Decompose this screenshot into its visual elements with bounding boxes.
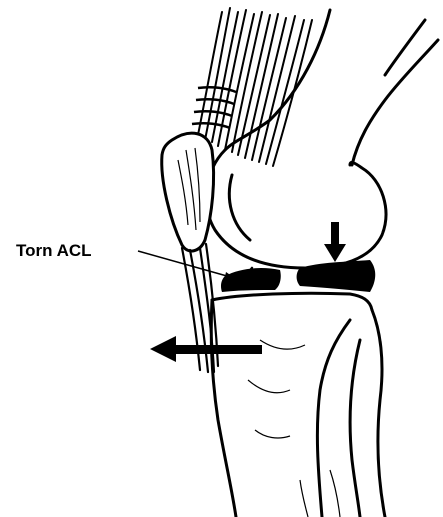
torn-acl-label: Torn ACL [16, 241, 92, 260]
down-arrow-icon [324, 222, 346, 262]
femur [206, 10, 438, 268]
patella [162, 133, 214, 251]
tibia [211, 293, 385, 517]
